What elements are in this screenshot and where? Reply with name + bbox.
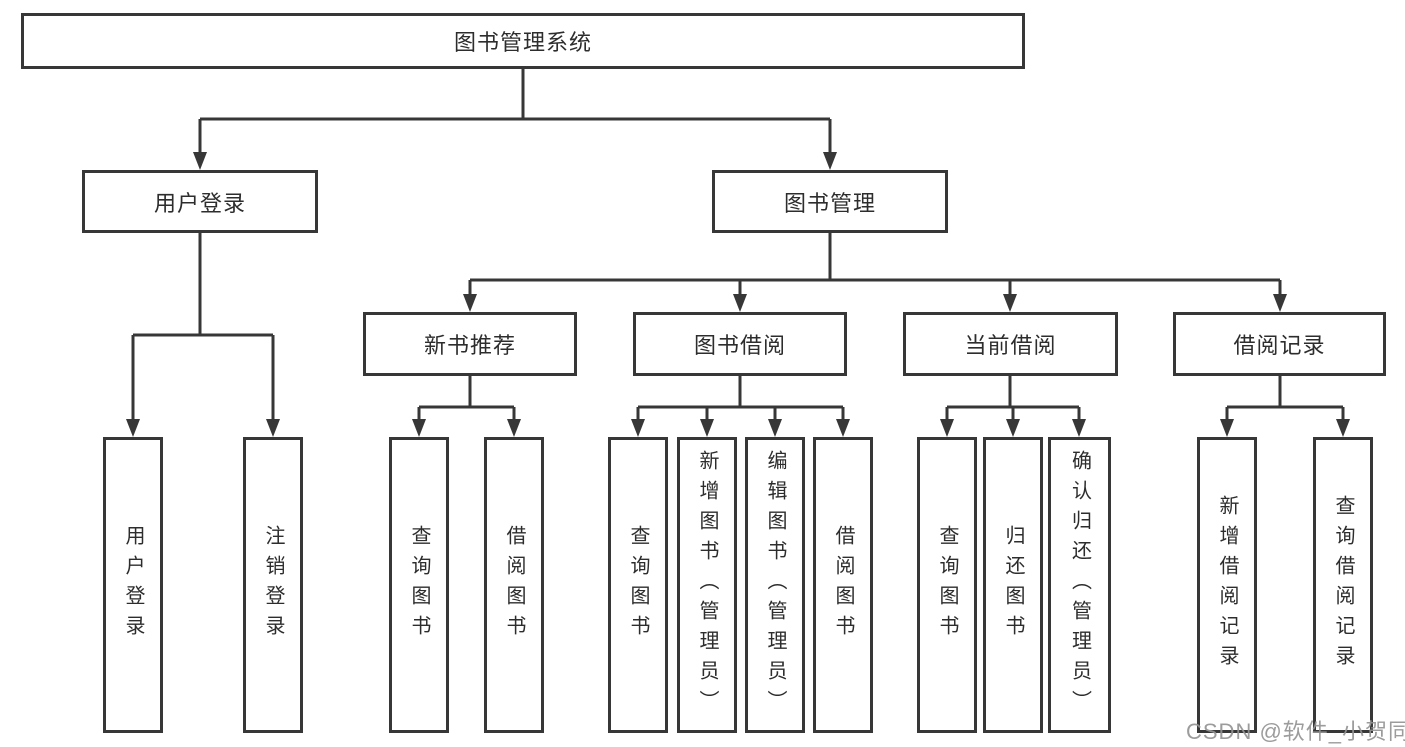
node-borrow-records: 借阅记录 [1173,312,1386,376]
leaf-borrow-books-label: 借阅图书 [832,525,854,645]
csdn-watermark: CSDN @软件_小贺同学 [1186,714,1405,746]
leaf-borrow-books-recommend: 借阅图书 [484,437,544,733]
leaf-add-borrow-record: 新增借阅记录 [1197,437,1257,733]
leaf-query-borrow-record-label: 查询借阅记录 [1332,495,1354,675]
arrowheads [126,152,1350,437]
leaf-add-books-admin-label: 新增图书（管理员） [696,450,718,720]
leaf-user-login: 用户登录 [103,437,163,733]
node-book-management-branch: 图书管理 [712,170,948,233]
leaf-query-books-recommend: 查询图书 [389,437,449,733]
node-borrow-records-label: 借阅记录 [1233,333,1326,358]
node-user-login-label: 用户登录 [153,190,246,216]
node-book-management-label: 图书管理 [783,190,876,216]
node-current-borrow-label: 当前借阅 [964,333,1057,358]
leaf-user-login-label: 用户登录 [122,525,144,645]
leaf-edit-books-admin: 编辑图书（管理员） [745,437,805,733]
leaf-return-books-label: 归还图书 [1002,525,1024,645]
node-new-book-recommend: 新书推荐 [363,312,577,376]
leaf-return-books: 归还图书 [983,437,1043,733]
csdn-watermark-text: CSDN @软件_小贺同学 [1186,719,1405,744]
node-book-borrow: 图书借阅 [633,312,847,376]
leaf-query-books-current: 查询图书 [917,437,977,733]
node-root-label: 图书管理系统 [453,30,592,55]
leaf-query-books-current-label: 查询图书 [936,525,958,645]
node-root-system: 图书管理系统 [21,13,1025,69]
leaf-query-books-recommend-label: 查询图书 [408,525,430,645]
node-new-book-recommend-label: 新书推荐 [423,333,516,358]
leaf-logout-label: 注销登录 [262,525,284,645]
leaf-query-borrow-record: 查询借阅记录 [1313,437,1373,733]
leaf-add-books-admin: 新增图书（管理员） [677,437,737,733]
leaf-borrow-books: 借阅图书 [813,437,873,733]
leaf-logout: 注销登录 [243,437,303,733]
leaf-edit-books-admin-label: 编辑图书（管理员） [764,450,786,720]
leaf-add-borrow-record-label: 新增借阅记录 [1216,495,1238,675]
node-user-login-branch: 用户登录 [82,170,318,233]
leaf-confirm-return-admin-label: 确认归还（管理员） [1068,450,1091,720]
leaf-query-books-borrow-label: 查询图书 [627,525,649,645]
leaf-borrow-books-recommend-label: 借阅图书 [503,525,525,645]
leaf-query-books-borrow: 查询图书 [608,437,668,733]
leaf-confirm-return-admin: 确认归还（管理员） [1048,437,1111,733]
node-current-borrow: 当前借阅 [903,312,1118,376]
node-book-borrow-label: 图书借阅 [693,333,786,358]
